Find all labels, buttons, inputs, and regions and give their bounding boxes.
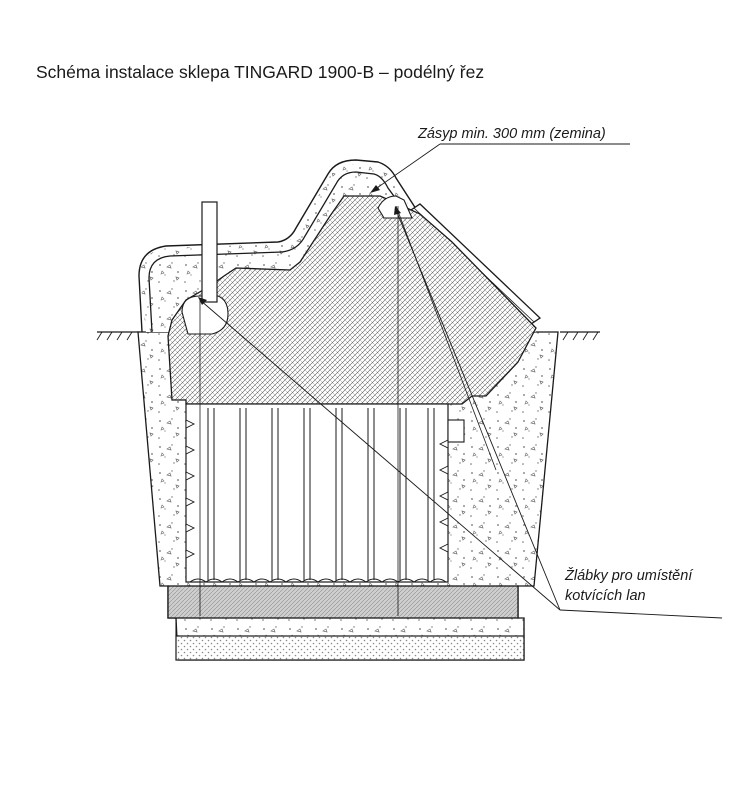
ventilation-pipe [201, 201, 218, 303]
grooves-callout-line-1: Žlábky pro umístění [565, 568, 693, 584]
grooves-callout-line-2: kotvících lan [565, 588, 646, 604]
grooves-leader [198, 206, 723, 619]
gravel-bed [175, 635, 525, 661]
diagram-title: Schéma instalace sklepa TINGARD 1900-B –… [36, 62, 485, 82]
ground-line-left [96, 331, 140, 341]
backfill-leader [370, 143, 630, 193]
base-concrete-slab [167, 585, 519, 619]
grooves-callout-label: Žlábky pro umístění kotvících lan [565, 566, 692, 606]
mound-outline [148, 171, 411, 333]
side-socket-box [447, 419, 465, 443]
backfill-callout-label: Zásyp min. 300 mm (zemina) [418, 126, 606, 142]
ground-line-right [560, 331, 600, 341]
shaft-left [181, 295, 229, 335]
cellar-ribbed-body [185, 403, 449, 583]
